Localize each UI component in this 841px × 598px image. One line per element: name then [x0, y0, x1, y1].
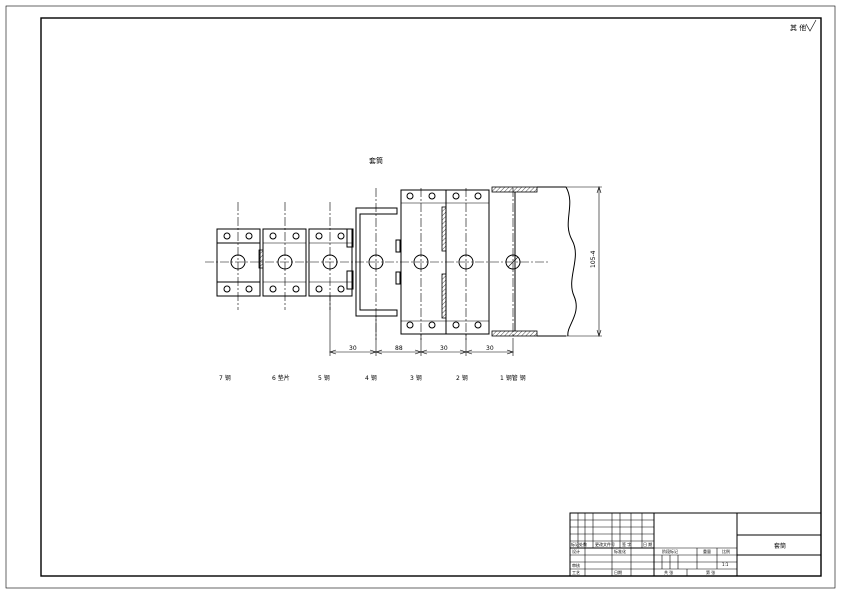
part-5	[308, 202, 354, 310]
horizontal-dimensions: 30 88 30 30	[329, 296, 514, 356]
dimension-label-2: 88	[395, 345, 403, 352]
tb-stage: 阶段标记	[662, 548, 678, 554]
part-6	[258, 202, 307, 310]
part-4	[355, 188, 401, 340]
part-1	[491, 186, 577, 340]
tb-sheet: 第 张	[706, 569, 715, 575]
tb-designer: 设计	[572, 548, 580, 554]
tb-date-label: 日期	[614, 569, 622, 575]
tb-date: 日 期	[643, 541, 652, 547]
part-label-7: 7 钢	[219, 374, 231, 382]
top-label: 套筒	[369, 156, 383, 165]
tb-approver: 工艺	[572, 570, 580, 575]
vertical-dimension: 105-4	[537, 186, 602, 337]
part-2	[445, 188, 490, 340]
part-label-2: 2 钢	[456, 374, 468, 382]
title-block-title: 套筒	[774, 542, 786, 550]
corner-mark: 其 他	[790, 23, 806, 32]
dimension-label-1: 30	[349, 345, 357, 352]
tb-scale: 比例	[722, 548, 730, 554]
part-label-5: 5 钢	[318, 374, 330, 382]
roughness-symbol	[805, 19, 817, 32]
vertical-dimension-text: 105-4	[590, 250, 597, 268]
dimension-label-3: 30	[440, 345, 448, 352]
title-block: 套筒 标记 处数 更改文件号 签 字 日 期 设计 标准化 审核 工艺 日期 阶…	[569, 512, 822, 577]
tb-mark: 标记	[571, 541, 579, 547]
outer-border	[5, 5, 836, 589]
tb-standardizer: 标准化	[614, 548, 626, 554]
tb-checker: 审核	[572, 562, 580, 568]
part-label-4: 4 钢	[365, 374, 377, 382]
part-label-1: 1 钢管 钢	[500, 374, 526, 382]
part-7	[216, 202, 261, 310]
tb-docno: 更改文件号	[595, 541, 615, 547]
part-label-6: 6 垫片	[272, 374, 290, 382]
tb-weight: 重量	[703, 548, 711, 554]
tb-count: 处数	[579, 541, 587, 547]
inner-frame	[40, 17, 822, 577]
dimension-label-4: 30	[486, 345, 494, 352]
tb-scale-value: 1:1	[722, 562, 729, 567]
tb-sheets: 共 张	[664, 569, 673, 575]
part-label-3: 3 钢	[410, 374, 422, 382]
part-3	[400, 188, 447, 340]
tb-sign: 签 字	[622, 541, 631, 547]
